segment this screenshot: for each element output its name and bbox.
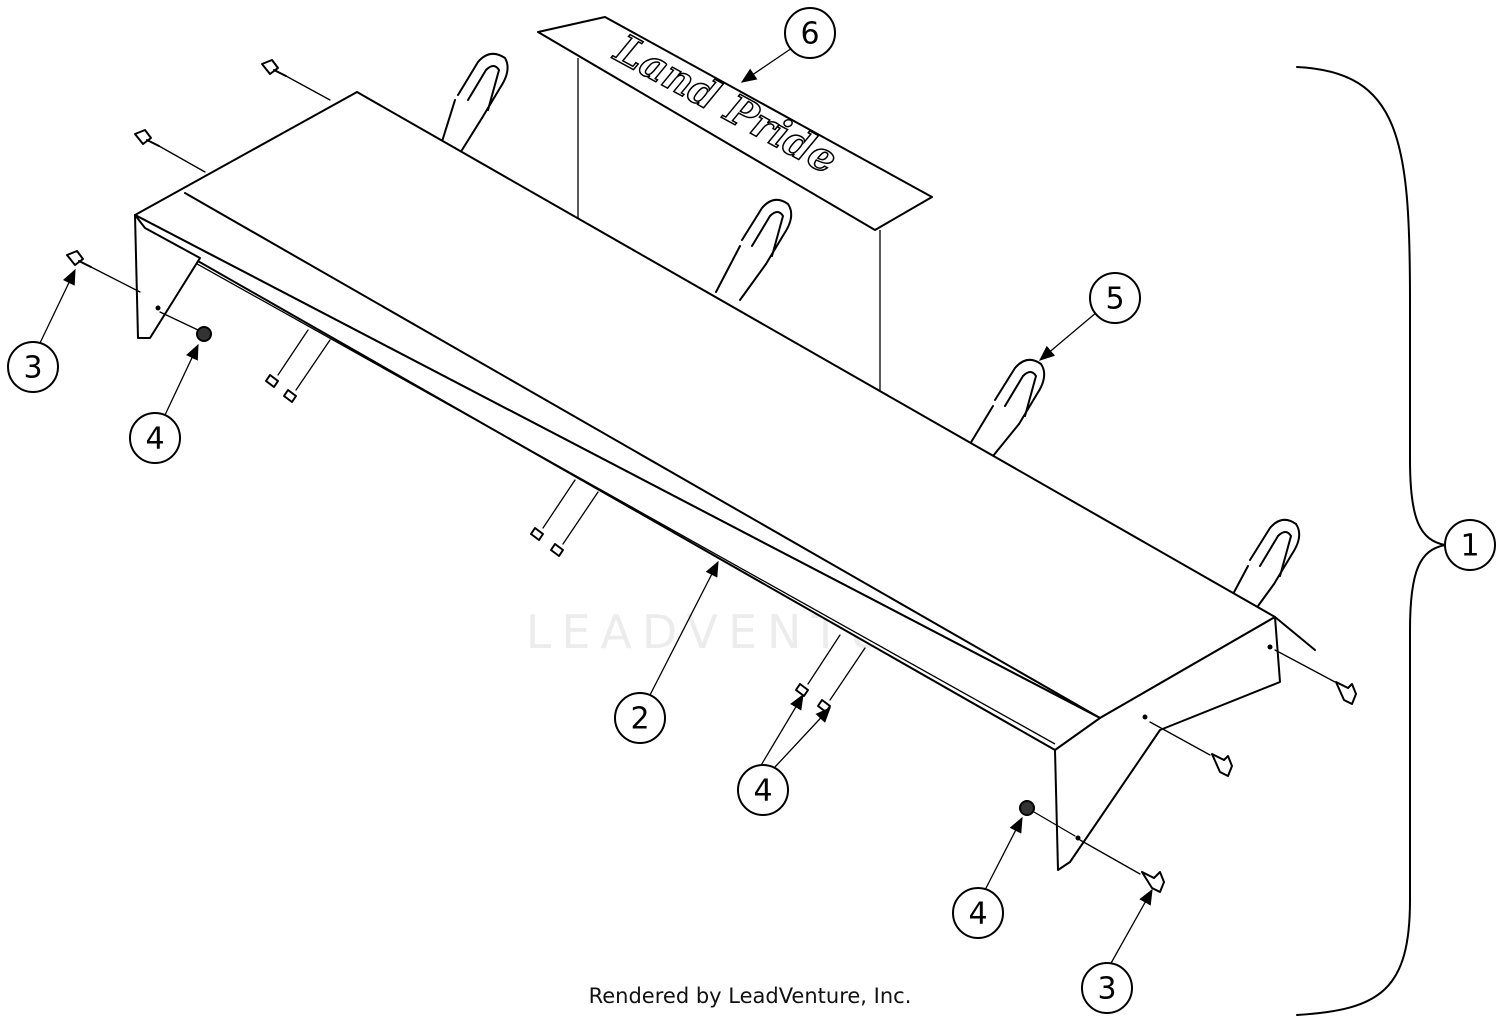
svg-text:3: 3 (23, 351, 42, 386)
svg-text:1: 1 (1460, 529, 1479, 564)
assembly-brace (1296, 66, 1446, 1016)
callout-5: 5 (1089, 272, 1141, 324)
svg-text:5: 5 (1105, 282, 1124, 317)
callout-4-middle: 4 (737, 764, 789, 816)
leader-lines (39, 47, 1153, 966)
callout-4-left: 4 (129, 412, 181, 464)
hardware (66, 59, 1357, 893)
callout-3-right: 3 (1081, 962, 1133, 1014)
callout-6: 6 (784, 7, 836, 59)
callout-3-left: 3 (7, 341, 59, 393)
callout-4-right: 4 (952, 887, 1004, 939)
svg-text:3: 3 (1097, 972, 1116, 1007)
svg-text:4: 4 (145, 422, 164, 457)
svg-text:2: 2 (630, 702, 649, 737)
callout-2: 2 (614, 692, 666, 744)
svg-text:6: 6 (800, 17, 819, 52)
svg-text:4: 4 (753, 774, 772, 809)
u-bolts (439, 52, 1301, 607)
svg-text:4: 4 (968, 897, 987, 932)
callout-1: 1 (1444, 519, 1496, 571)
render-credit: Rendered by LeadVenture, Inc. (588, 984, 912, 1008)
shield-panel (134, 91, 1316, 871)
